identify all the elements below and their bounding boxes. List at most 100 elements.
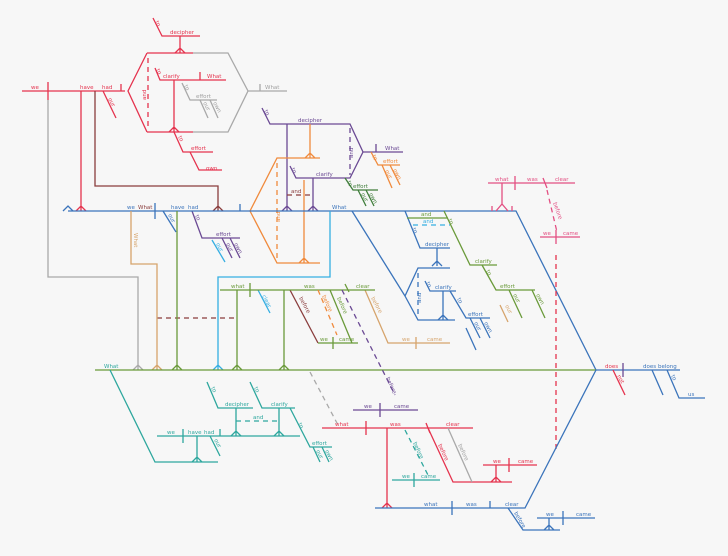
word-to: to: [262, 109, 270, 117]
word-what: what: [424, 502, 438, 508]
word-we: we: [320, 337, 328, 343]
word-came: came: [339, 337, 355, 343]
word-came: came: [563, 231, 579, 237]
pink-clause: what was clear before we came: [488, 176, 580, 244]
word-what: What: [138, 205, 153, 211]
word-had: had: [102, 85, 112, 91]
word-decipher: decipher: [170, 30, 195, 36]
word-before: before: [320, 294, 333, 313]
word-effort: effort: [468, 312, 484, 318]
word-and: and: [142, 90, 148, 100]
word-to: to: [410, 227, 418, 235]
word-to: to: [154, 68, 162, 76]
orange-clause: to effort our own and: [249, 124, 402, 264]
word-we: we: [31, 85, 39, 91]
word-we: we: [364, 404, 372, 410]
word-was: was: [527, 177, 538, 183]
word-does: does: [643, 364, 656, 370]
word-our: our: [201, 101, 211, 113]
gray-clause: What to effort our own: [47, 52, 287, 371]
word-own: own: [482, 321, 493, 334]
word-to: to: [424, 281, 432, 289]
word-to: to: [484, 269, 492, 277]
word-clear: clear: [356, 284, 370, 290]
word-before: before: [551, 202, 563, 221]
word-have: have: [80, 85, 94, 91]
word-to: to: [182, 84, 190, 92]
word-effort: effort: [191, 146, 207, 152]
purple-clause: to decipher and What to clarify to effor…: [191, 107, 403, 259]
word-clarify: clarify: [163, 74, 181, 80]
word-and: and: [349, 148, 355, 158]
word-before: before: [512, 511, 526, 530]
word-had: had: [188, 205, 198, 211]
word-what: what: [335, 422, 349, 428]
word-clarify: clarify: [475, 259, 493, 265]
word-to: to: [153, 20, 161, 28]
word-to: to: [345, 180, 353, 188]
word-came: came: [518, 459, 534, 465]
word-we: we: [167, 430, 175, 436]
word-before: before: [456, 443, 469, 462]
word-what: what: [231, 284, 245, 290]
word-what: What: [104, 364, 119, 370]
word-have: have: [171, 205, 185, 211]
word-came: came: [394, 404, 410, 410]
green-right-clause: and and to clarify to effort our own: [407, 210, 546, 319]
word-we: we: [127, 205, 135, 211]
word-to: to: [296, 422, 304, 430]
red-clause: we have had our to decipher and to clari…: [22, 17, 226, 212]
word-we: we: [402, 337, 410, 343]
word-does: does: [605, 364, 618, 370]
word-decipher: decipher: [225, 402, 250, 408]
word-our: our: [166, 213, 176, 225]
word-what: What: [207, 74, 222, 80]
word-clarify: clarify: [435, 285, 453, 291]
word-was: was: [466, 502, 477, 508]
word-own: own: [323, 449, 334, 462]
word-clear: clear: [555, 177, 569, 183]
teal-clause: before we came we have had our to deciph…: [109, 369, 440, 487]
word-effort: effort: [196, 94, 212, 100]
word-our: our: [472, 321, 482, 333]
word-was: was: [304, 284, 315, 290]
word-before: before: [411, 441, 424, 460]
word-and: and: [423, 219, 433, 225]
word-own: own: [367, 192, 378, 205]
word-our: our: [314, 449, 324, 461]
word-and: and: [291, 189, 301, 195]
word-before: before: [436, 443, 449, 462]
word-clarify: clarify: [271, 402, 289, 408]
red-lower-clause: what was clear before we came before: [322, 421, 537, 509]
word-to: to: [289, 167, 297, 175]
word-to: to: [455, 297, 463, 305]
word-clear: clear: [446, 422, 460, 428]
word-clarify: clarify: [316, 172, 334, 178]
word-to: to: [209, 386, 217, 394]
word-own: own: [391, 168, 402, 181]
tan-clause: What before we came our: [130, 211, 513, 371]
word-to: to: [252, 386, 260, 394]
word-came: came: [576, 512, 592, 518]
word-we: we: [546, 512, 554, 518]
blue-bottom-clause: what was clear before we came: [375, 369, 597, 531]
word-was: was: [390, 422, 401, 428]
word-clear: clear: [505, 502, 519, 508]
word-what: What: [385, 146, 400, 152]
word-not: not: [615, 374, 625, 386]
word-our: our: [106, 97, 116, 109]
word-effort: effort: [216, 232, 232, 238]
word-before: before: [384, 376, 397, 395]
word-our: our: [511, 293, 521, 305]
word-own: own: [534, 293, 545, 306]
word-our: our: [359, 192, 369, 204]
blue-right-clause: to decipher and to clarify to effort our…: [351, 210, 705, 399]
word-effort: effort: [312, 441, 328, 447]
word-and: and: [253, 415, 263, 421]
word-to: to: [176, 135, 184, 143]
word-belong: belong: [658, 364, 677, 370]
word-our: our: [212, 438, 222, 450]
word-we: we: [402, 474, 410, 480]
word-and: and: [417, 293, 423, 303]
word-own: own: [206, 166, 218, 172]
